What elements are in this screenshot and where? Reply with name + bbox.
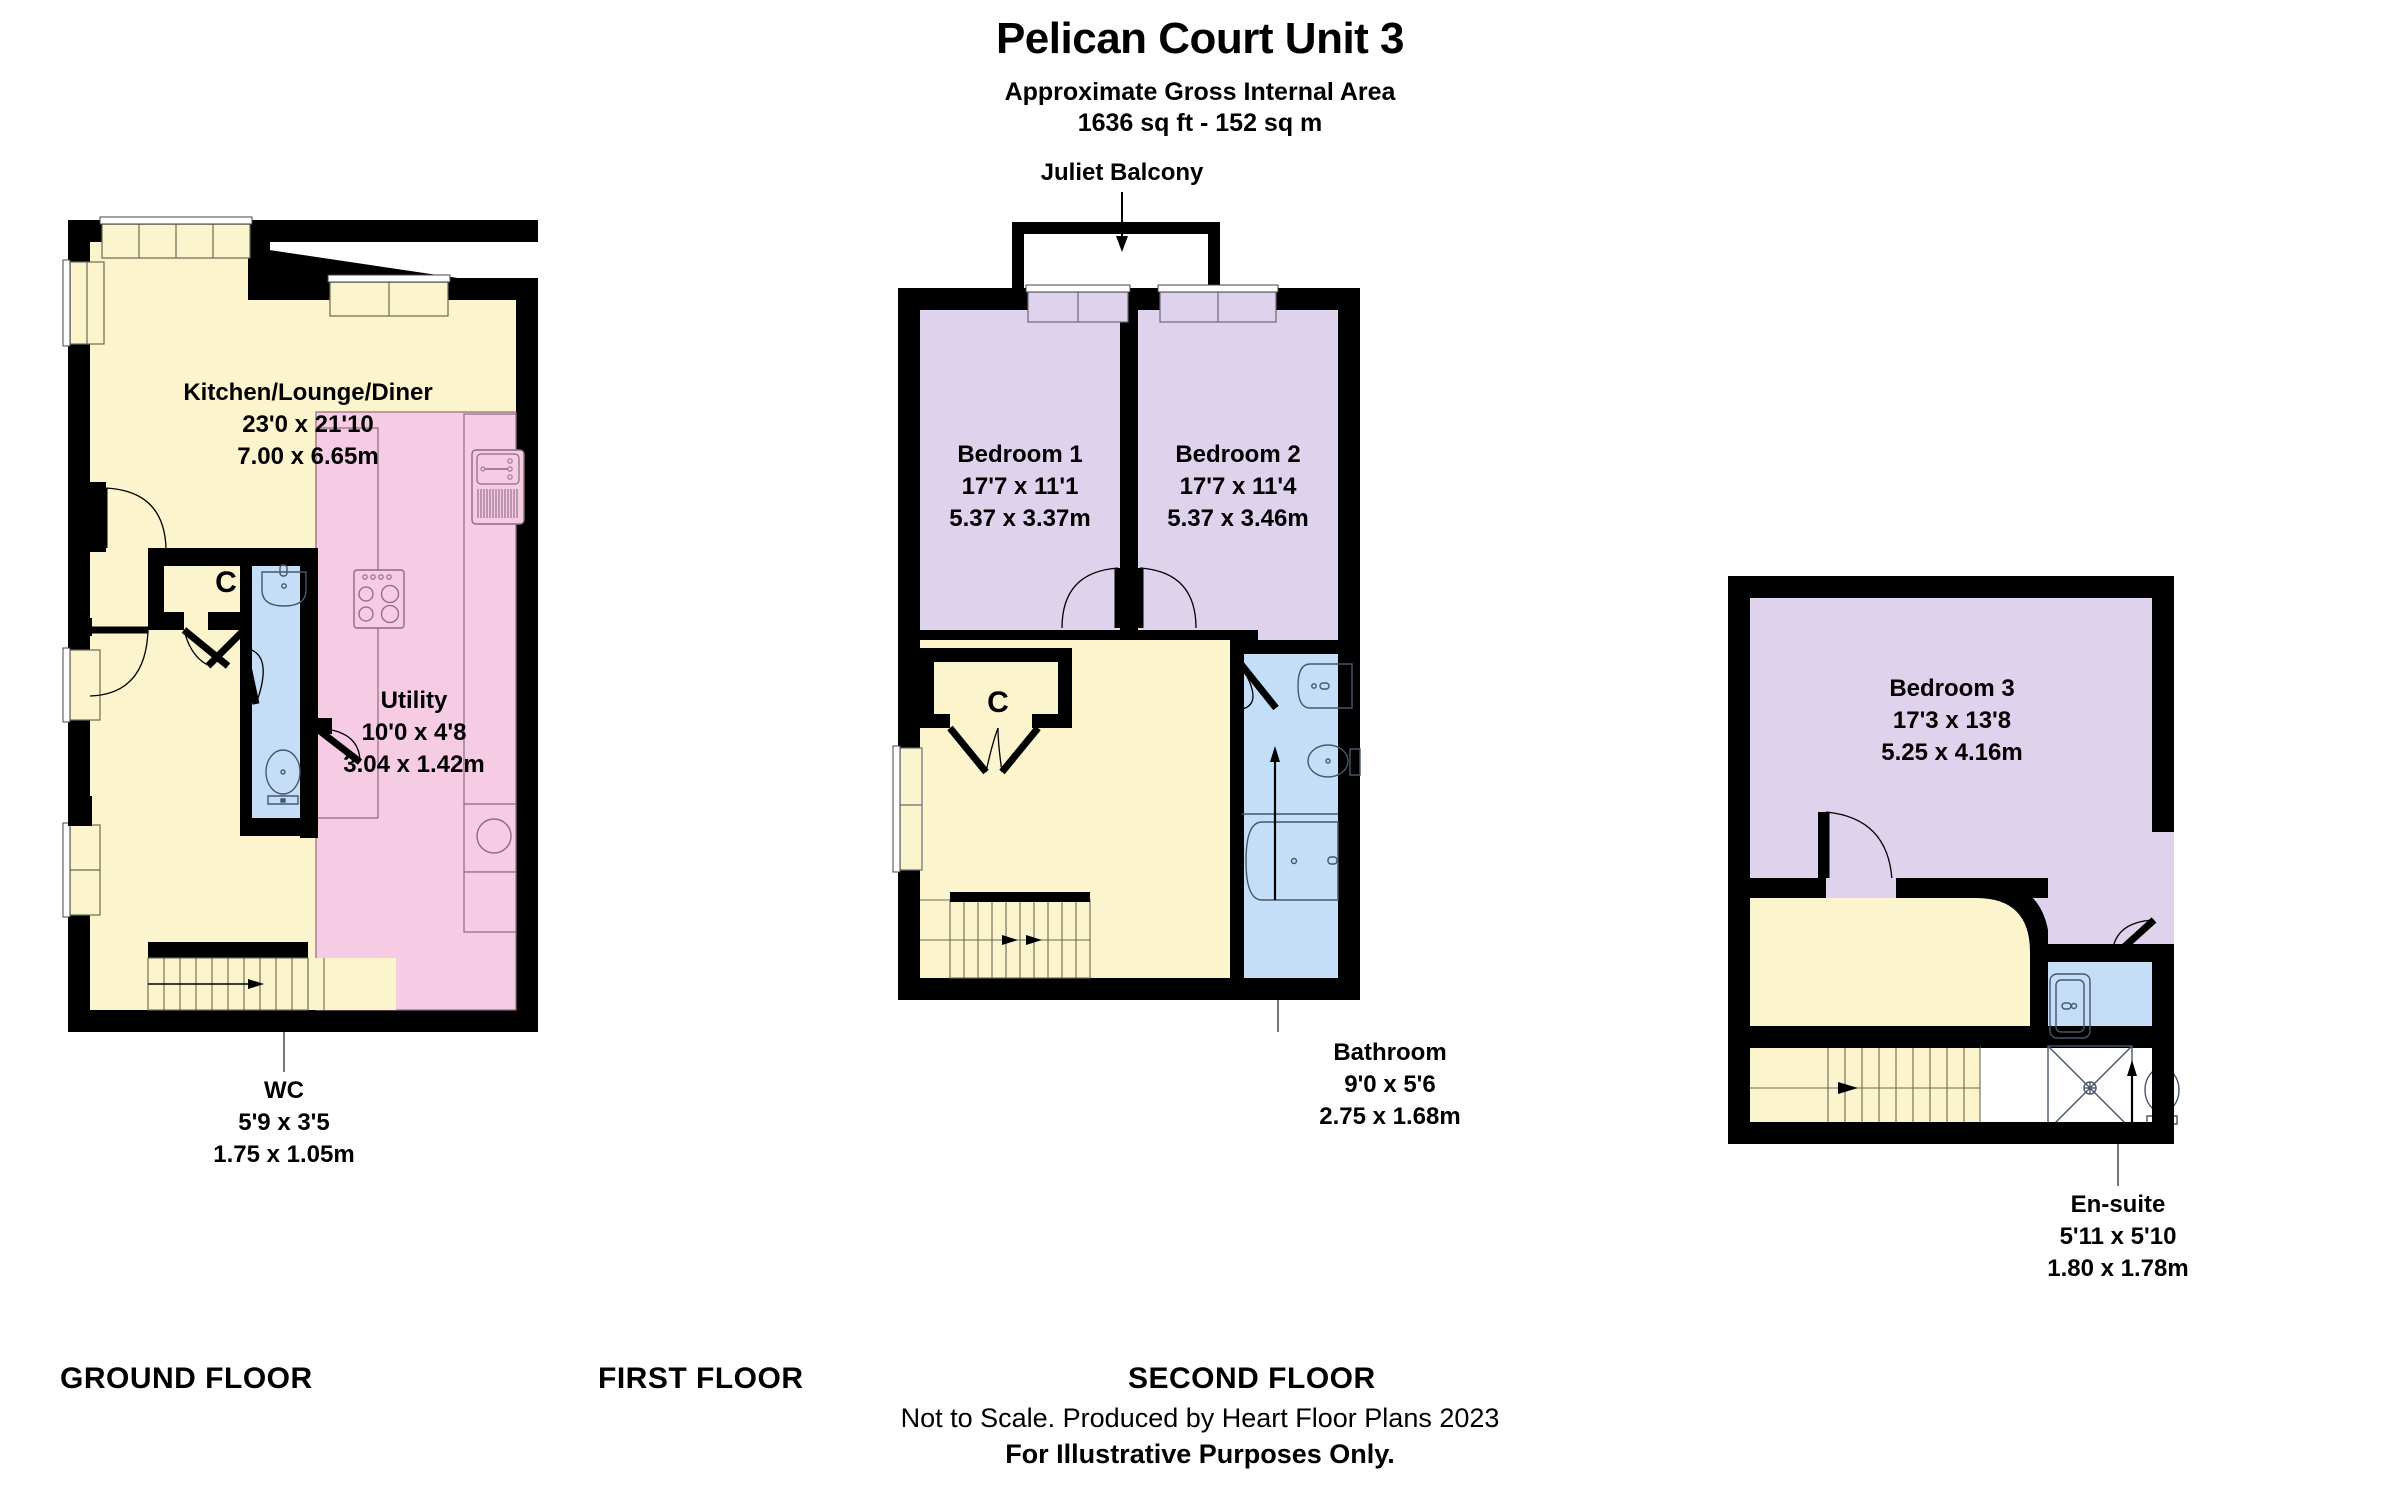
room-bedroom-2 [1138, 310, 1338, 640]
wall-south [68, 1010, 538, 1032]
room-metric-bedroom-3: 5.25 x 4.16m [1881, 739, 2022, 766]
cupboard-door [181, 627, 247, 669]
sink-icon [261, 564, 307, 607]
room-imperial-utility: 10'0 x 4'8 [362, 719, 467, 746]
balcony-wall [1012, 222, 1220, 234]
room-metric-bathroom: 2.75 x 1.68m [1319, 1103, 1460, 1130]
room-imperial-kitchen: 23'0 x 21'10 [242, 411, 374, 438]
window-bedroom-2 [1157, 284, 1279, 323]
direction-arrow [1270, 746, 1280, 900]
sink-icon [2049, 973, 2091, 1039]
room-metric-kitchen: 7.00 x 6.65m [237, 443, 378, 470]
stairs-first [920, 892, 1091, 979]
room-metric-utility: 3.04 x 1.42m [343, 751, 484, 778]
door-wc [240, 647, 264, 705]
room-name-bedroom-2: Bedroom 2 [1175, 441, 1300, 468]
cupboard-label-first: C [987, 686, 1009, 719]
shower-icon [2047, 1045, 2133, 1131]
room-imperial-bathroom: 9'0 x 5'6 [1344, 1071, 1436, 1098]
door-bedroom-2 [1136, 567, 1197, 629]
toilet-icon [1307, 744, 1361, 778]
gross-area-caption: Approximate Gross Internal Area [1004, 77, 1396, 106]
plan-header: Pelican Court Unit 3 Approximate Gross I… [0, 14, 2400, 139]
window-bedroom-1 [1025, 284, 1131, 323]
footer-credit: Not to Scale. Produced by Heart Floor Pl… [900, 1403, 1500, 1433]
window-landing [892, 745, 923, 873]
room-imperial-wc: 5'9 x 3'5 [238, 1109, 330, 1136]
door-bedroom-1 [1061, 567, 1122, 629]
room-metric-bedroom-2: 5.37 x 3.46m [1167, 505, 1308, 532]
toilet-icon [265, 749, 301, 805]
oven-icon [476, 818, 512, 854]
door-ensuite [2109, 917, 2157, 961]
room-name-wc: WC [264, 1077, 304, 1104]
wall-inner [148, 548, 316, 566]
window-west-1 [62, 259, 105, 347]
second-floor-plan: Bedroom 3 17'3 x 13'8 5.25 x 4.16m En-su… [1700, 550, 2320, 1282]
wall-south [898, 978, 1360, 1000]
room-name-bedroom-3: Bedroom 3 [1889, 675, 2014, 702]
room-name-kitchen: Kitchen/Lounge/Diner [183, 379, 432, 406]
room-imperial-ensuite: 5'11 x 5'10 [2060, 1223, 2177, 1250]
stairs-ground [147, 957, 396, 1011]
room-metric-ensuite: 1.80 x 1.78m [2047, 1255, 2188, 1282]
hob-icon [353, 569, 405, 629]
room-bedroom-1 [920, 310, 1120, 640]
floor-label-second: SECOND FLOOR [1128, 1362, 1376, 1395]
room-imperial-bedroom-2: 17'7 x 11'4 [1180, 473, 1298, 500]
room-metric-wc: 1.75 x 1.05m [213, 1141, 354, 1168]
door-entrance [89, 626, 149, 697]
direction-arrow [2127, 1060, 2137, 1122]
floor-label-first: FIRST FLOOR [598, 1362, 804, 1395]
landing-second [1750, 898, 2030, 1026]
gross-area-value: 1636 sq ft - 152 sq m [1077, 108, 1323, 137]
window-north-1 [99, 216, 253, 259]
ground-floor-plan: C [60, 200, 820, 1200]
stairs-second [1750, 1038, 1981, 1131]
plan-footer: Not to Scale. Produced by Heart Floor Pl… [0, 1400, 2400, 1473]
cupboard-door-first [947, 725, 1041, 775]
room-name-bedroom-1: Bedroom 1 [957, 441, 1082, 468]
window-west-2 [62, 647, 101, 723]
cupboard-label-ground: C [215, 566, 237, 599]
annotation-juliet-balcony: Juliet Balcony [1041, 159, 1204, 186]
room-metric-bedroom-1: 5.37 x 3.37m [949, 505, 1090, 532]
floor-label-ground: GROUND FLOOR [60, 1362, 313, 1395]
footer-disclaimer: For Illustrative Purposes Only. [1005, 1439, 1395, 1470]
wall-north [1728, 576, 2174, 598]
window-north-2 [327, 274, 451, 317]
wall-east [516, 288, 538, 1032]
first-floor-plan: Juliet Balcony C [890, 159, 1650, 1200]
room-name-bathroom: Bathroom [1333, 1039, 1446, 1066]
room-imperial-bedroom-1: 17'7 x 11'1 [962, 473, 1079, 500]
page-title: Pelican Court Unit 3 [995, 14, 1405, 63]
washing-machine-icon [471, 449, 525, 525]
room-name-utility: Utility [381, 687, 448, 714]
room-bathroom [1242, 648, 1338, 978]
direction-arrow [301, 736, 311, 805]
bath-icon [1242, 813, 1339, 901]
room-name-ensuite: En-suite [2071, 1191, 2166, 1218]
wall-wc-east [300, 548, 318, 838]
wall-partition [1120, 288, 1138, 640]
sink-icon [1297, 663, 1353, 709]
room-imperial-bedroom-3: 17'3 x 13'8 [1893, 707, 2011, 734]
window-west-3 [62, 822, 101, 918]
